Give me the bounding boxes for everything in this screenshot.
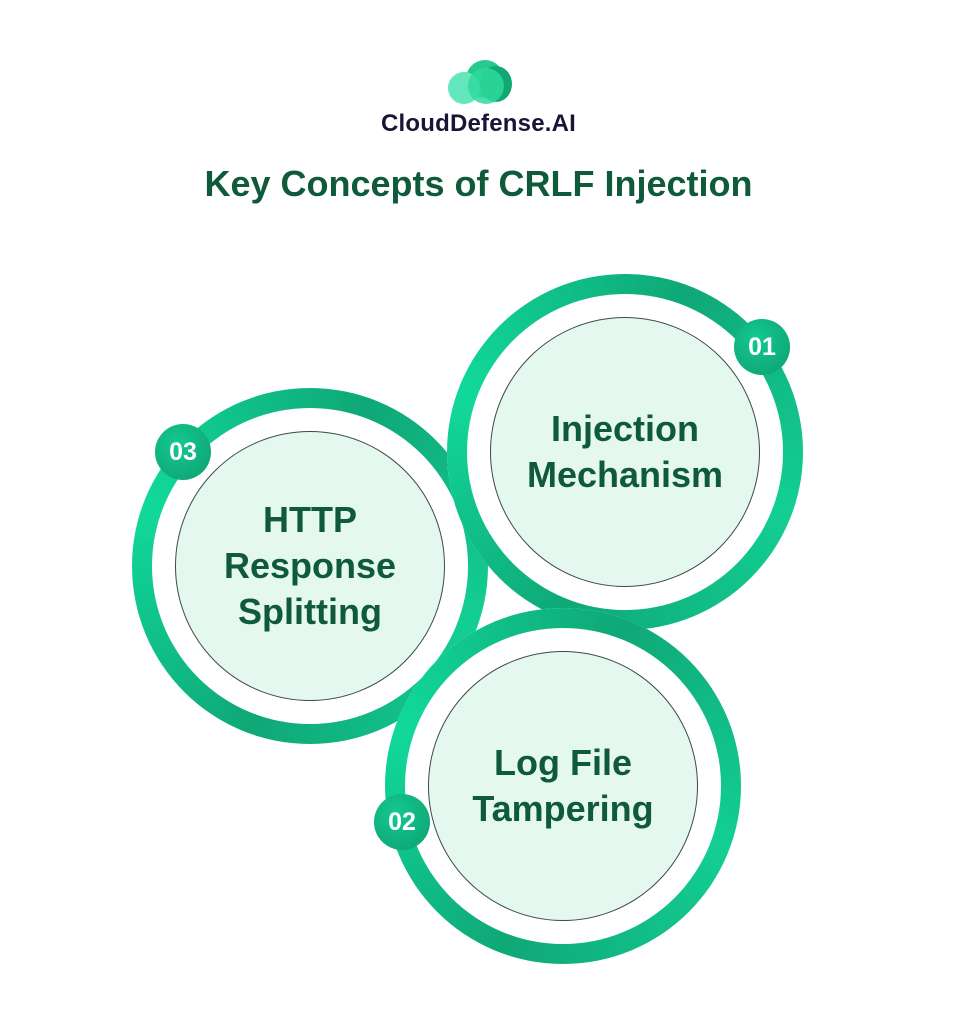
- concept-label: Mechanism: [526, 454, 724, 495]
- brand-name: CloudDefense.AI: [380, 110, 577, 137]
- cloud-logo-icon: [446, 60, 512, 104]
- concept-circle-01: Injection Mechanism 01: [447, 274, 803, 630]
- page-title: Key Concepts of CRLF Injection: [204, 163, 753, 204]
- concept-label: HTTP: [263, 499, 357, 540]
- number-badge: 02: [374, 794, 430, 850]
- concept-label: Splitting: [238, 591, 382, 632]
- concept-label: Injection: [550, 408, 699, 449]
- concept-label: Log File: [494, 742, 632, 783]
- concept-circle-02: Log File Tampering 02: [374, 608, 741, 964]
- concept-circle-03: HTTP Response Splitting 03: [132, 388, 488, 744]
- number-badge: 03: [155, 424, 211, 480]
- number-badge: 01: [734, 319, 790, 375]
- concept-label: Response: [223, 545, 397, 586]
- concept-label: Tampering: [472, 788, 654, 829]
